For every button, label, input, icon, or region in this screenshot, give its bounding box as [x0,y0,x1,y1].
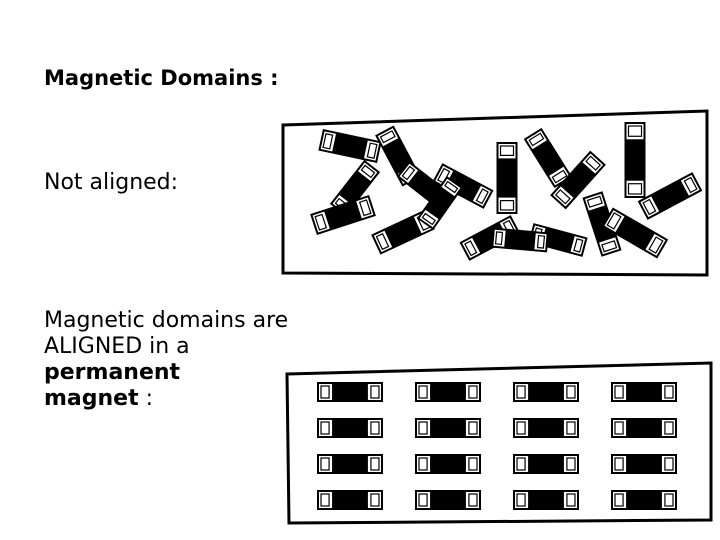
aligned-domains-drawing [285,361,713,525]
aligned-domain-1 [317,382,383,402]
aligned-label-bold-magnet: magnet [44,386,139,411]
random-domain-5 [432,163,494,209]
aligned-domain-12 [611,454,677,474]
aligned-domain-2 [415,382,481,402]
aligned-label-suffix: : [138,386,154,411]
random-domain-8 [496,142,518,214]
aligned-domain-10 [415,454,481,474]
random-domain-10 [550,150,606,210]
random-domain-16 [601,207,669,259]
aligned-domain-8 [611,418,677,438]
aligned-domain-7 [513,418,579,438]
random-domain-15 [637,172,703,220]
random-domains-figure [280,108,710,278]
random-domain-11 [624,122,646,198]
aligned-domain-16 [611,490,677,510]
aligned-domain-6 [415,418,481,438]
random-domain-4 [310,194,376,236]
aligned-domain-14 [415,490,481,510]
aligned-domain-4 [611,382,677,402]
random-domain-17 [491,227,549,253]
aligned-domain-13 [317,490,383,510]
aligned-label-prefix: Magnetic domains are ALIGNED in a [44,308,289,359]
aligned-domain-9 [317,454,383,474]
random-magnets-group [310,122,703,261]
aligned-label-bold-permanent: permanent [44,360,181,385]
slide-title: Magnetic Domains : [44,66,279,90]
random-domain-9 [523,127,573,189]
aligned-domain-5 [317,418,383,438]
random-domains-drawing [281,109,709,277]
aligned-domain-3 [513,382,579,402]
not-aligned-label: Not aligned: [44,170,179,195]
random-domain-18 [416,175,464,231]
random-domain-1 [318,129,382,163]
aligned-domain-11 [513,454,579,474]
aligned-domains-figure [284,360,714,526]
aligned-magnets-group [317,382,677,510]
aligned-domain-15 [513,490,579,510]
aligned-label: Magnetic domains are ALIGNED in a perman… [44,308,294,412]
aligned-domains-frame [285,361,713,525]
